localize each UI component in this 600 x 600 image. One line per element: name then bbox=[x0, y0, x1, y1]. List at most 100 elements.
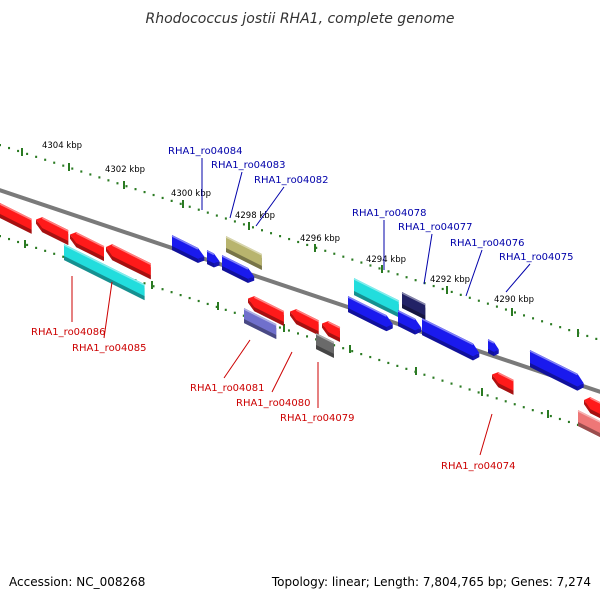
tick-dot bbox=[62, 255, 65, 258]
tick-dot bbox=[486, 302, 489, 305]
genome-backbone bbox=[0, 188, 600, 394]
tick-dot bbox=[278, 326, 281, 329]
gene-red-9-face bbox=[584, 400, 591, 414]
tick-dot bbox=[8, 146, 11, 150]
gene-blue-ro04076[interactable] bbox=[421, 318, 480, 361]
gene-label-rha1-ro04084[interactable]: RHA1_ro04084 bbox=[168, 146, 243, 157]
gene-red-2-face bbox=[36, 217, 69, 242]
gene-blue-8[interactable] bbox=[487, 339, 499, 356]
gene-red-ro04074-face bbox=[498, 383, 514, 395]
reverse-callout-rha1-ro04080 bbox=[271, 351, 293, 393]
tick-dot bbox=[17, 149, 20, 153]
gene-grey-ro04079[interactable] bbox=[315, 333, 335, 358]
tick-dot bbox=[504, 400, 507, 403]
gene-red-6-face bbox=[328, 332, 340, 342]
gene-label-rha1-ro04075[interactable]: RHA1_ro04075 bbox=[499, 252, 574, 263]
tick-dot bbox=[360, 352, 363, 356]
tick-dot bbox=[215, 305, 218, 308]
gene-red-9-face bbox=[589, 397, 600, 404]
gene-blue-8-face bbox=[488, 339, 499, 352]
gene-red-ro04080[interactable] bbox=[290, 309, 319, 336]
tick-dot bbox=[532, 317, 535, 320]
gene-label-rha1-ro04082[interactable]: RHA1_ro04082 bbox=[254, 175, 329, 186]
gene-label-rha1-ro04077[interactable]: RHA1_ro04077 bbox=[398, 222, 473, 233]
kbp-label-4294-kbp: 4294 kbp bbox=[366, 255, 406, 265]
gene-purple-ro04081-face bbox=[244, 319, 277, 340]
gene-label-rha1-ro04085[interactable]: RHA1_ro04085 bbox=[72, 343, 147, 354]
tick-dot bbox=[550, 323, 553, 326]
gene-red-ro04080-face bbox=[290, 311, 297, 325]
gene-pink-10-face bbox=[577, 410, 600, 423]
forward-callout-rha1-ro04077 bbox=[423, 233, 433, 285]
gene-label-rha1-ro04080[interactable]: RHA1_ro04080 bbox=[236, 398, 311, 409]
gene-red-4-face bbox=[106, 244, 151, 276]
gene-blue-ro04084[interactable] bbox=[171, 235, 205, 263]
gene-callouts bbox=[71, 158, 531, 456]
gene-blue-5-face bbox=[222, 266, 248, 283]
tick-dot bbox=[179, 293, 182, 297]
gene-red-3[interactable] bbox=[70, 232, 105, 261]
gene-navy-ro04077[interactable] bbox=[401, 292, 426, 320]
gene-red-ro04081[interactable] bbox=[248, 296, 285, 326]
topology-text: Topology: linear; Length: 7,804,765 bp; … bbox=[271, 575, 591, 589]
gene-label-rha1-ro04078[interactable]: RHA1_ro04078 bbox=[352, 208, 427, 219]
gene-olive-ro04082[interactable] bbox=[225, 236, 263, 270]
gene-blue-ro04078[interactable] bbox=[347, 296, 393, 332]
tick-dot bbox=[197, 208, 200, 211]
gene-olive-ro04082-face bbox=[226, 248, 262, 270]
tick-dot bbox=[459, 385, 462, 388]
forward-callout-rha1-ro04076 bbox=[465, 249, 483, 297]
gene-blue-ro04075[interactable] bbox=[529, 350, 584, 391]
tick-dot bbox=[53, 252, 56, 255]
gene-red-6[interactable] bbox=[322, 321, 341, 342]
gene-label-rha1-ro04081[interactable]: RHA1_ro04081 bbox=[190, 383, 265, 394]
gene-label-rha1-ro04083[interactable]: RHA1_ro04083 bbox=[211, 160, 286, 171]
tick-dot bbox=[0, 235, 1, 238]
gene-red-2[interactable] bbox=[36, 217, 69, 246]
gene-features bbox=[0, 203, 600, 439]
gene-purple-ro04081[interactable] bbox=[243, 308, 277, 340]
tick-dot bbox=[513, 311, 516, 314]
gene-blue-5[interactable] bbox=[221, 255, 255, 283]
gene-red-9[interactable] bbox=[584, 397, 600, 423]
tick-dot bbox=[369, 264, 372, 267]
gene-blue-8-face bbox=[488, 349, 494, 356]
tick-dot bbox=[143, 282, 146, 285]
tick-dot bbox=[441, 379, 444, 382]
tick-dot bbox=[26, 243, 29, 247]
gene-label-rha1-ro04074[interactable]: RHA1_ro04074 bbox=[441, 461, 516, 472]
reverse-callout-rha1-ro04074 bbox=[479, 413, 493, 456]
gene-red-ro04081-face bbox=[248, 296, 284, 322]
tick-dot bbox=[161, 288, 164, 291]
gene-blue-ro04083[interactable] bbox=[206, 250, 220, 268]
gene-label-rha1-ro04076[interactable]: RHA1_ro04076 bbox=[450, 238, 525, 249]
tick-dot bbox=[270, 232, 273, 235]
tick-dot bbox=[89, 173, 92, 176]
upper-major-ticks bbox=[21, 148, 579, 337]
tick-dot bbox=[170, 291, 173, 294]
gene-cyan-ro04078[interactable] bbox=[353, 278, 400, 318]
tick-dot bbox=[333, 344, 336, 347]
gene-label-rha1-ro04086[interactable]: RHA1_ro04086 bbox=[31, 327, 106, 338]
tick-dot bbox=[80, 170, 83, 173]
gene-red-ro04074[interactable] bbox=[492, 372, 514, 395]
tick-dot bbox=[450, 382, 453, 385]
tick-dot bbox=[161, 196, 164, 200]
gene-red-4-face bbox=[112, 256, 151, 280]
tick-dot bbox=[405, 276, 408, 279]
tick-dot bbox=[378, 358, 381, 362]
gene-label-rha1-ro04079[interactable]: RHA1_ro04079 bbox=[280, 413, 355, 424]
gene-red-1[interactable] bbox=[0, 203, 32, 234]
gene-red-ro04074-face bbox=[492, 374, 499, 388]
tick-dot bbox=[125, 185, 128, 188]
gene-red-3-face bbox=[76, 243, 105, 261]
gene-cyan-ro04086[interactable] bbox=[63, 244, 145, 301]
tick-dot bbox=[567, 420, 570, 424]
gene-red-4[interactable] bbox=[106, 244, 152, 280]
tick-dot bbox=[541, 320, 544, 323]
gene-cyan-ro04086-face bbox=[64, 256, 145, 301]
gene-pink-10-face bbox=[578, 410, 600, 433]
gene-cyan-ro04086-face bbox=[63, 244, 145, 286]
gene-blue-7[interactable] bbox=[397, 310, 422, 335]
gene-pink-10[interactable] bbox=[577, 410, 600, 439]
